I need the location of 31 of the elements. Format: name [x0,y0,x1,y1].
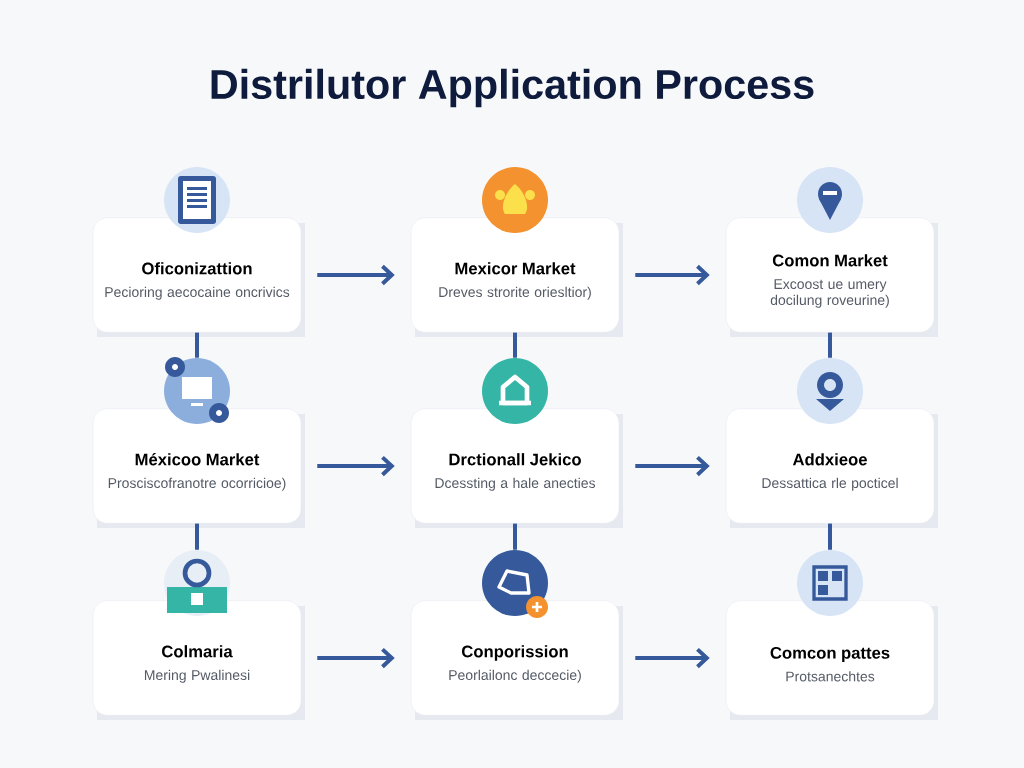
connector-line [513,332,517,358]
arrow [635,647,710,669]
map-pin-icon [797,167,863,233]
card: Drctionall Jekico Dcessting a hale anecties [410,408,623,528]
card: Comcon pattes Protsanechtes [725,600,938,720]
connector-line [828,523,832,550]
grid-icon [797,550,863,616]
arrow [635,264,710,286]
map-icon [482,550,548,618]
document-icon [164,167,230,233]
card: Mexicor Market Dreves strorite oriesltior) [410,217,623,337]
connector-line [195,523,199,550]
card: Conporission Peorlailonc deccecie) [410,600,623,720]
card: Méxicoo Market Prosciscofranotre ocorricioe) [92,408,305,528]
house-icon [482,358,548,424]
arrow [635,455,710,477]
bell-icon [482,167,548,233]
card: Colmaria Mering Pwalinesi [92,600,305,720]
connector-line [513,523,517,550]
card: Addxieoe Dessattica rle pocticel [725,408,938,528]
location-icon [797,358,863,424]
card: Oficonizattion Pecioring aecocaine oncrivics [92,217,305,337]
connector-line [828,332,832,358]
person-icon [164,550,230,616]
title: Distrilutor Application Process [211,68,814,108]
card: Comon Market Excoost ue umery docilung roveurine) [725,217,938,337]
monitor-icon [164,357,230,424]
connector-line [195,332,199,358]
arrow [317,647,395,669]
arrow [317,455,395,477]
arrow [317,264,395,286]
